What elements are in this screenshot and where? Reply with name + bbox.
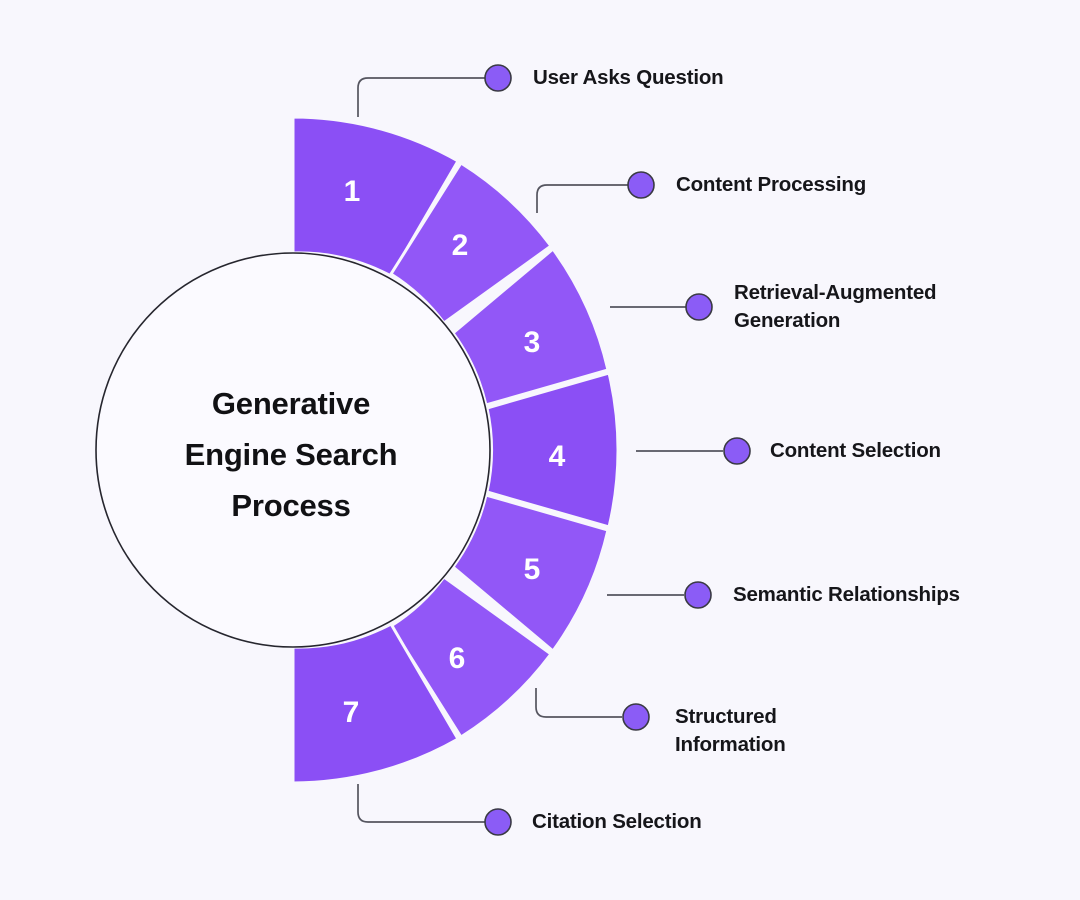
segment-3[interactable] bbox=[450, 246, 610, 407]
segment-6[interactable] bbox=[388, 574, 554, 740]
step-label-5[interactable]: Semantic Relationships bbox=[733, 583, 960, 606]
ring-segments bbox=[291, 115, 620, 785]
segment-number-6: 6 bbox=[449, 642, 466, 675]
connector-dot-7[interactable] bbox=[484, 808, 512, 836]
segment-5[interactable] bbox=[450, 493, 610, 654]
connector-lines bbox=[357, 77, 723, 823]
center-title-line-3: Process bbox=[231, 488, 351, 523]
connector-dots bbox=[484, 64, 751, 836]
center-circle bbox=[95, 252, 491, 648]
connector-dot-2[interactable] bbox=[627, 171, 655, 199]
segment-number-7: 7 bbox=[343, 696, 360, 729]
segment-number-2: 2 bbox=[452, 229, 469, 262]
connector-dot-1[interactable] bbox=[484, 64, 512, 92]
center-title-line-2: Engine Search bbox=[184, 437, 398, 472]
step-label-4[interactable]: Content Selection bbox=[770, 439, 941, 462]
center-title: Generative Engine Search Process bbox=[130, 378, 452, 531]
connector-line-6 bbox=[535, 688, 622, 718]
center-title-line-1: Generative bbox=[211, 386, 371, 421]
connector-dot-5[interactable] bbox=[684, 581, 712, 609]
connector-line-1 bbox=[357, 77, 485, 117]
connector-line-2 bbox=[536, 184, 628, 213]
segment-2[interactable] bbox=[388, 160, 554, 326]
step-label-2[interactable]: Content Processing bbox=[676, 173, 867, 196]
step-label-6[interactable]: Structured Information bbox=[675, 705, 786, 756]
segment-number-1: 1 bbox=[344, 175, 361, 208]
segment-4[interactable] bbox=[485, 371, 620, 529]
segment-number-5: 5 bbox=[524, 553, 541, 586]
segment-numbers: 1 2 3 4 5 6 7 bbox=[343, 175, 566, 729]
connector-line-7 bbox=[357, 784, 485, 823]
step-label-7[interactable]: Citation Selection bbox=[532, 810, 702, 833]
segment-7[interactable] bbox=[291, 621, 461, 785]
connector-dot-3[interactable] bbox=[685, 293, 713, 321]
connector-dot-4[interactable] bbox=[723, 437, 751, 465]
segment-number-3: 3 bbox=[524, 326, 541, 359]
segment-number-4: 4 bbox=[549, 440, 566, 473]
step-label-1[interactable]: User Asks Question bbox=[533, 66, 724, 89]
connector-dot-6[interactable] bbox=[622, 703, 650, 731]
step-label-3[interactable]: Retrieval-Augmented Generation bbox=[734, 281, 937, 332]
